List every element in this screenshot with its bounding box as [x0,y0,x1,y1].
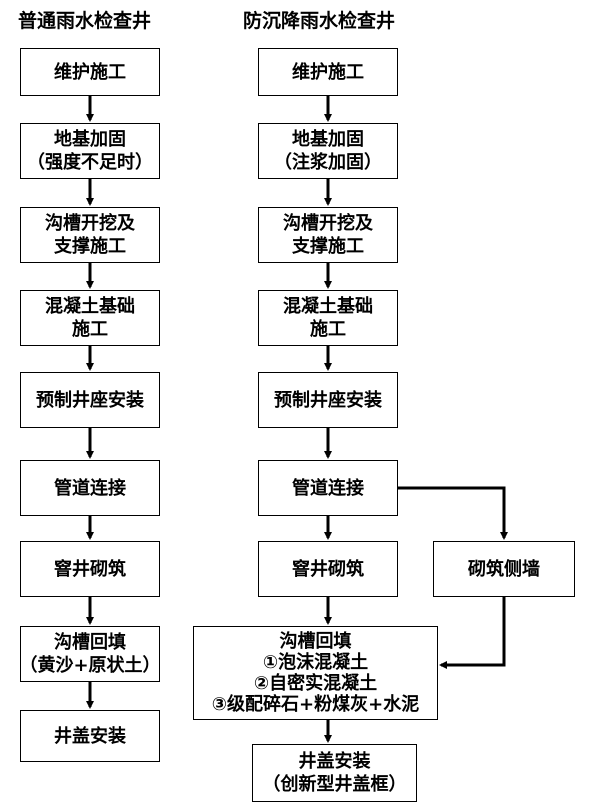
right-step-5: 预制井座安装 [258,372,398,428]
left-step-3: 沟槽开挖及支撑施工 [20,207,160,263]
step-label: 管道连接 [54,477,126,499]
side-step-wall-masonry: 砌筑侧墙 [433,541,575,597]
left-step-2: 地基加固（强度不足时） [20,123,160,179]
right-step-7: 窨井砌筑 [258,541,398,597]
step-label: 窨井砌筑 [292,558,364,580]
step-sublabel: 支撑施工 [292,236,364,257]
step-label: 混凝土基础 [45,296,135,317]
left-step-1: 维护施工 [20,48,160,96]
step-label: 预制井座安装 [36,389,144,411]
arrow-branch-to-wall [398,486,508,540]
step-label: 窨井砌筑 [54,558,126,580]
left-step-6: 管道连接 [20,460,160,516]
step-label: 沟槽回填 [54,632,126,653]
step-label: 沟槽回填 [279,631,352,652]
fill-option-3: ③级配碎石+粉煤灰+水泥 [211,694,420,715]
step-label: 地基加固 [292,129,364,150]
left-column-title: 普通雨水检查井 [18,10,152,32]
right-step-4: 混凝土基础施工 [258,290,398,346]
step-label: 管道连接 [292,477,364,499]
right-step-6: 管道连接 [258,460,398,516]
step-sublabel: （创新型井盖框） [262,774,407,795]
left-step-5: 预制井座安装 [20,372,160,428]
right-column-title: 防沉降雨水检查井 [243,10,396,32]
left-step-7: 窨井砌筑 [20,541,160,597]
step-label: 沟槽开挖及 [45,213,135,234]
step-label: 砌筑侧墙 [468,558,540,580]
left-step-9: 井盖安装 [20,710,160,762]
step-label: 井盖安装 [54,725,126,747]
fill-option-1: ①泡沫混凝土 [262,652,369,673]
step-label: 预制井座安装 [274,389,382,411]
step-label: 混凝土基础 [283,296,373,317]
step-sublabel: 支撑施工 [54,236,126,257]
right-step-9: 井盖安装（创新型井盖框） [252,744,417,802]
step-sublabel: （注浆加固） [274,152,382,173]
step-label: 维护施工 [54,61,126,83]
step-sublabel: （强度不足时） [27,152,153,173]
arrow-wall-to-backfill [439,597,506,669]
fill-option-2: ②自密实混凝土 [253,673,378,694]
step-label: 维护施工 [292,61,364,83]
right-step-8: 沟槽回填 ①泡沫混凝土 ②自密实混凝土 ③级配碎石+粉煤灰+水泥 [193,626,438,720]
step-label: 沟槽开挖及 [283,213,373,234]
right-step-2: 地基加固（注浆加固） [258,123,398,179]
step-label: 地基加固 [54,129,126,150]
left-step-4: 混凝土基础施工 [20,290,160,346]
right-step-1: 维护施工 [258,48,398,96]
step-sublabel: 施工 [72,319,108,340]
step-sublabel: （黄沙+原状土） [19,655,161,676]
step-sublabel: 施工 [310,319,346,340]
right-step-3: 沟槽开挖及支撑施工 [258,207,398,263]
step-label: 井盖安装 [298,751,371,772]
left-step-8: 沟槽回填（黄沙+原状土） [19,626,161,682]
